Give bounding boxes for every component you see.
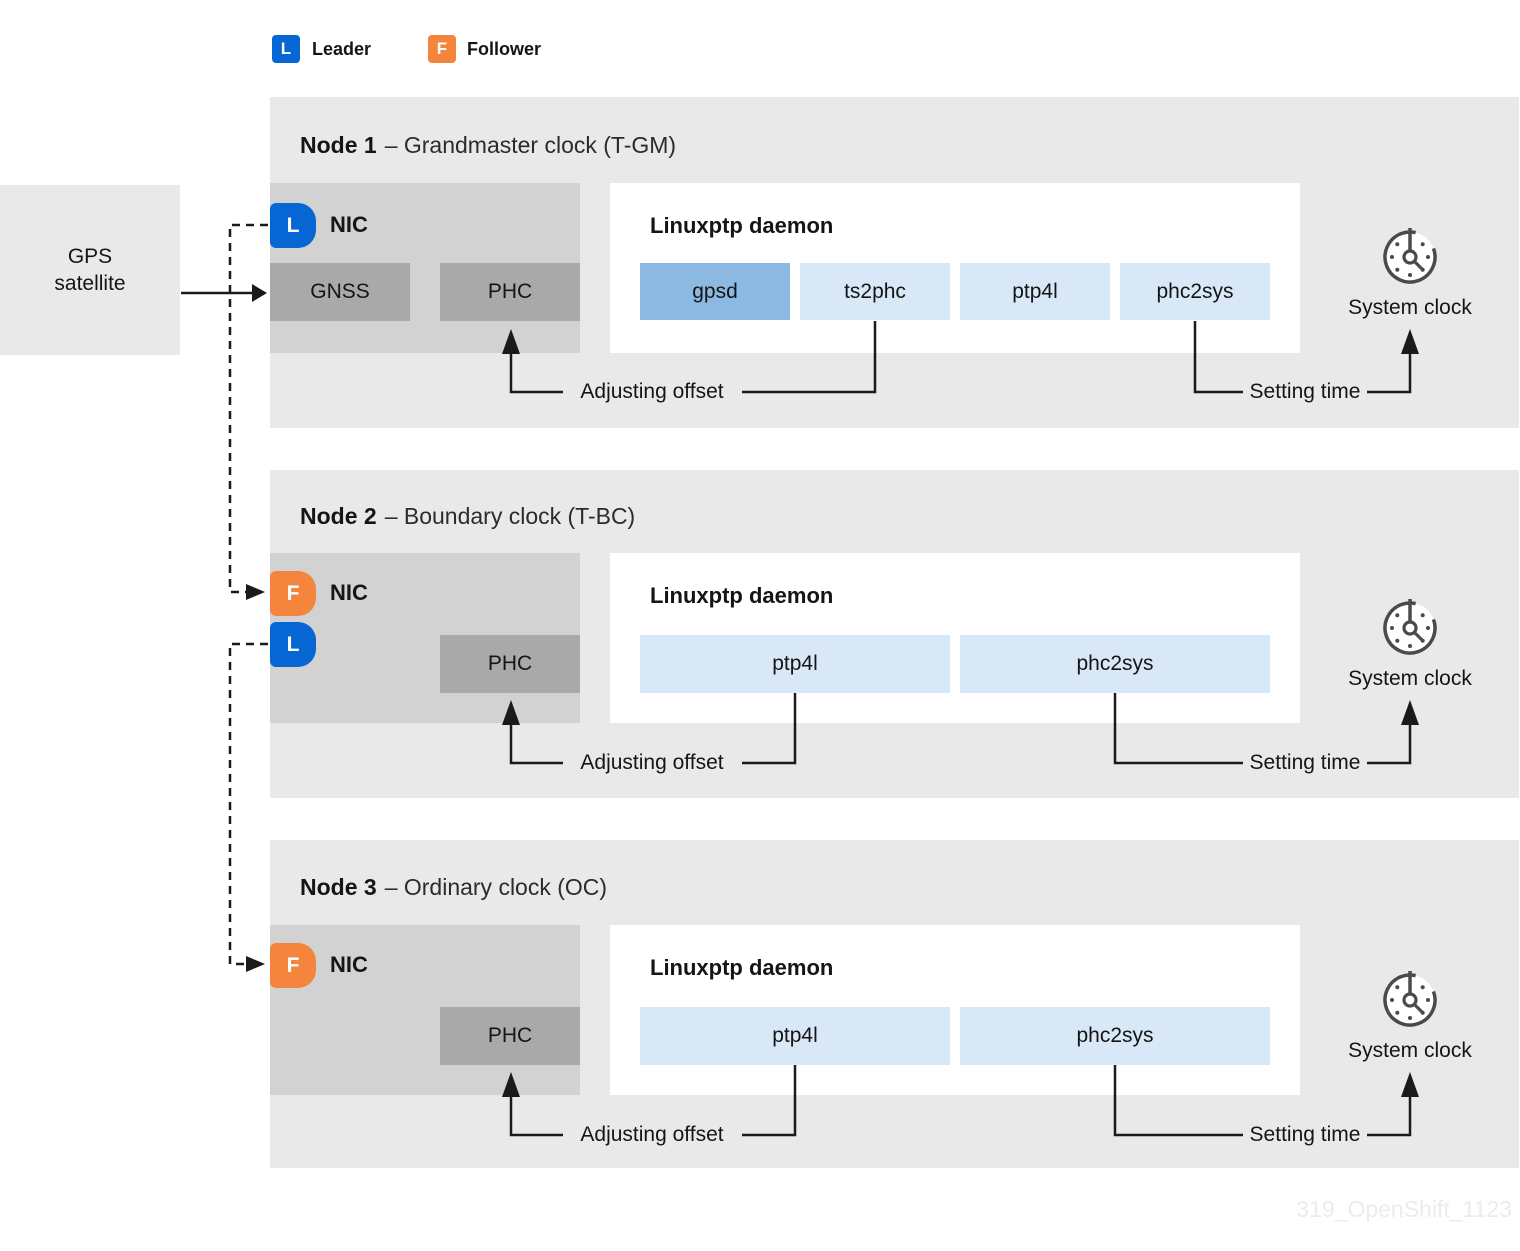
node1-gnss-label: GNSS: [310, 280, 370, 303]
node2-phc2sys-label: phc2sys: [1076, 652, 1154, 675]
node2-follower-letter: F: [286, 581, 300, 605]
gps-satellite-box: GPS satellite: [0, 185, 180, 355]
node1-phc2sys-label: phc2sys: [1156, 279, 1234, 303]
node1-ts2phc-box: ts2phc: [800, 263, 950, 320]
node2-follower-arrowhead: [246, 584, 265, 600]
node3-setting-time-label: Setting time: [1249, 1123, 1361, 1146]
node3-title-name: Node 3: [300, 874, 377, 900]
node3-daemon-title: Linuxptp daemon: [650, 955, 834, 980]
clock-icon: [1383, 599, 1437, 655]
node1-leader-badge: L: [270, 203, 316, 248]
node1-to-node2-dashed-line: [228, 223, 268, 594]
gps-label-line1: GPS: [67, 245, 113, 268]
node2-to-node3-dashed-line: [228, 642, 268, 966]
node2-phc2sys-box: phc2sys: [960, 635, 1270, 693]
node2-daemon-title: Linuxptp daemon: [650, 583, 834, 608]
node1-nic-label: NIC: [330, 212, 368, 237]
node3-follower-badge: F: [270, 943, 316, 988]
node3-nic-label: NIC: [330, 952, 368, 977]
legend-follower-badge: F: [428, 35, 456, 63]
node1-title-name: Node 1: [300, 132, 377, 158]
node2-leader-badge: L: [270, 622, 316, 667]
node2-title: Node 2 – Boundary clock (T-BC): [300, 502, 635, 530]
node1-gnss-box: GNSS: [270, 263, 410, 321]
node3-title: Node 3 – Ordinary clock (OC): [300, 873, 607, 901]
node3-phc2sys-label: phc2sys: [1076, 1024, 1154, 1047]
node3-title-desc: – Ordinary clock (OC): [384, 874, 608, 900]
node1-daemon-title: Linuxptp daemon: [650, 213, 834, 238]
watermark: 319_OpenShift_1123: [1296, 1196, 1512, 1222]
gps-label-line2: satellite: [54, 272, 126, 295]
node3-follower-arrowhead: [246, 956, 265, 972]
node3-adjusting-offset-label: Adjusting offset: [580, 1123, 724, 1146]
node1-adjusting-offset-label: Adjusting offset: [580, 380, 724, 403]
node1-gpsd-label: gpsd: [692, 279, 738, 303]
node3-ptp4l-label: ptp4l: [772, 1024, 818, 1047]
node2-follower-badge: F: [270, 571, 316, 616]
node3-system-clock-label: System clock: [1348, 1039, 1472, 1062]
clock-icon: [1383, 971, 1437, 1027]
node3-follower-letter: F: [286, 953, 300, 977]
node2-nic-label: NIC: [330, 580, 368, 605]
node1-system-clock-label: System clock: [1348, 296, 1472, 319]
legend-follower-label: Follower: [467, 39, 542, 59]
node2-system-clock-label: System clock: [1348, 667, 1472, 690]
node3-phc-label: PHC: [487, 1024, 533, 1047]
legend-follower-letter: F: [436, 39, 448, 58]
node2-title-name: Node 2: [300, 503, 377, 529]
legend-leader-letter: L: [280, 39, 292, 58]
node1-phc-box: PHC: [440, 263, 580, 321]
node3-phc-box: PHC: [440, 1007, 580, 1065]
node1-phc-label: PHC: [487, 280, 533, 303]
node1-gpsd-box: gpsd: [640, 263, 790, 320]
node2-phc-box: PHC: [440, 635, 580, 693]
node2-title-desc: – Boundary clock (T-BC): [384, 503, 636, 529]
legend-leader-label: Leader: [312, 39, 372, 59]
node1-phc2sys-box: phc2sys: [1120, 263, 1270, 320]
node1-setting-time-label: Setting time: [1249, 380, 1361, 403]
node1-ptp4l-label: ptp4l: [1012, 279, 1058, 303]
node2-adjusting-offset-label: Adjusting offset: [580, 751, 724, 774]
node3-ptp4l-box: ptp4l: [640, 1007, 950, 1065]
node2-leader-letter: L: [286, 632, 300, 656]
clock-icon: [1383, 228, 1437, 284]
node1-leader-letter: L: [286, 213, 300, 237]
node2-setting-time-label: Setting time: [1249, 751, 1361, 774]
gps-arrowhead: [252, 284, 267, 302]
node2-ptp4l-label: ptp4l: [772, 652, 818, 675]
node2-phc-label: PHC: [487, 652, 533, 675]
legend-leader-badge: L: [272, 35, 300, 63]
node1-title: Node 1 – Grandmaster clock (T-GM): [300, 131, 676, 159]
node1-title-desc: – Grandmaster clock (T-GM): [384, 132, 677, 158]
node1-ptp4l-box: ptp4l: [960, 263, 1110, 320]
node1-ts2phc-label: ts2phc: [844, 279, 906, 303]
node3-phc2sys-box: phc2sys: [960, 1007, 1270, 1065]
node2-ptp4l-box: ptp4l: [640, 635, 950, 693]
